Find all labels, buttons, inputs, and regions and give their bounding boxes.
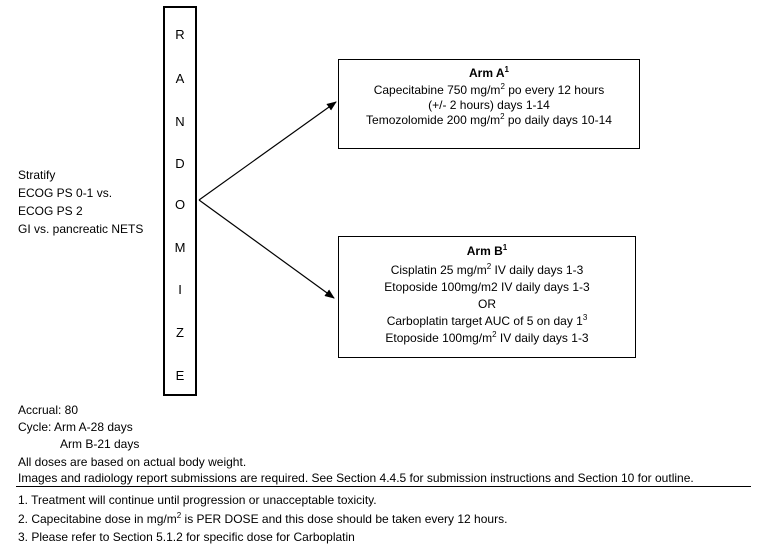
footnote-1: 1. Treatment will continue until progres… <box>18 493 377 507</box>
doses-note: All doses are based on actual body weigh… <box>18 455 247 469</box>
cycle-arm-b: Arm B-21 days <box>60 437 140 451</box>
arm-b-carboplatin: Carboplatin target AUC of 5 on day 13 <box>386 313 588 329</box>
arm-b-or: OR <box>478 297 496 311</box>
randomize-letter: O <box>174 197 186 212</box>
randomize-letter: Z <box>176 325 184 340</box>
randomize-letter: E <box>175 368 185 383</box>
stratify-ecog-2: ECOG PS 2 <box>18 204 83 218</box>
randomize-box: R A N D O M I Z E <box>163 6 197 396</box>
arm-b-cisplatin: Cisplatin 25 mg/m2 IV daily days 1-3 <box>390 262 584 278</box>
arm-b-title: Arm B1 <box>466 243 508 259</box>
stratify-block: Stratify ECOG PS 0-1 vs. ECOG PS 2 GI vs… <box>18 166 143 238</box>
randomize-letter: I <box>178 282 182 297</box>
footnote-3: 3. Please refer to Section 5.1.2 for spe… <box>18 530 355 544</box>
randomize-letter: N <box>175 114 185 129</box>
randomize-letter: M <box>174 240 186 255</box>
footnote-2: 2. Capecitabine dose in mg/m2 is PER DOS… <box>18 511 508 527</box>
stratify-ecog-01: ECOG PS 0-1 vs. <box>18 186 113 200</box>
randomize-letter: R <box>175 27 185 42</box>
divider <box>16 486 751 487</box>
arm-a-box: Arm A1 Capecitabine 750 mg/m2 po every 1… <box>338 59 640 149</box>
images-note: Images and radiology report submissions … <box>18 471 694 485</box>
arm-b-box: Arm B1 Cisplatin 25 mg/m2 IV daily days … <box>338 236 636 358</box>
arm-a-title: Arm A1 <box>468 65 509 81</box>
arrow-to-arm-b <box>198 199 335 299</box>
stratify-gi-vs-pancreatic: GI vs. pancreatic NETS <box>18 222 144 236</box>
arm-b-etoposide-alt: Etoposide 100mg/m2 IV daily days 1-3 <box>385 330 589 346</box>
arm-a-temozolomide: Temozolomide 200 mg/m2 po daily days 10-… <box>366 112 612 128</box>
cycle-arm-a: Cycle: Arm A-28 days <box>18 420 133 434</box>
arm-a-capecitabine: Capecitabine 750 mg/m2 po every 12 hours <box>373 82 605 98</box>
randomize-letter: A <box>175 71 185 86</box>
arm-b-etoposide: Etoposide 100mg/m2 IV daily days 1-3 <box>384 280 590 294</box>
randomize-letter: D <box>175 156 185 171</box>
stratify-heading: Stratify <box>18 168 56 182</box>
arm-a-capecitabine-days: (+/- 2 hours) days 1-14 <box>428 98 550 112</box>
accrual: Accrual: 80 <box>18 403 79 417</box>
arrow-to-arm-a <box>198 101 337 201</box>
